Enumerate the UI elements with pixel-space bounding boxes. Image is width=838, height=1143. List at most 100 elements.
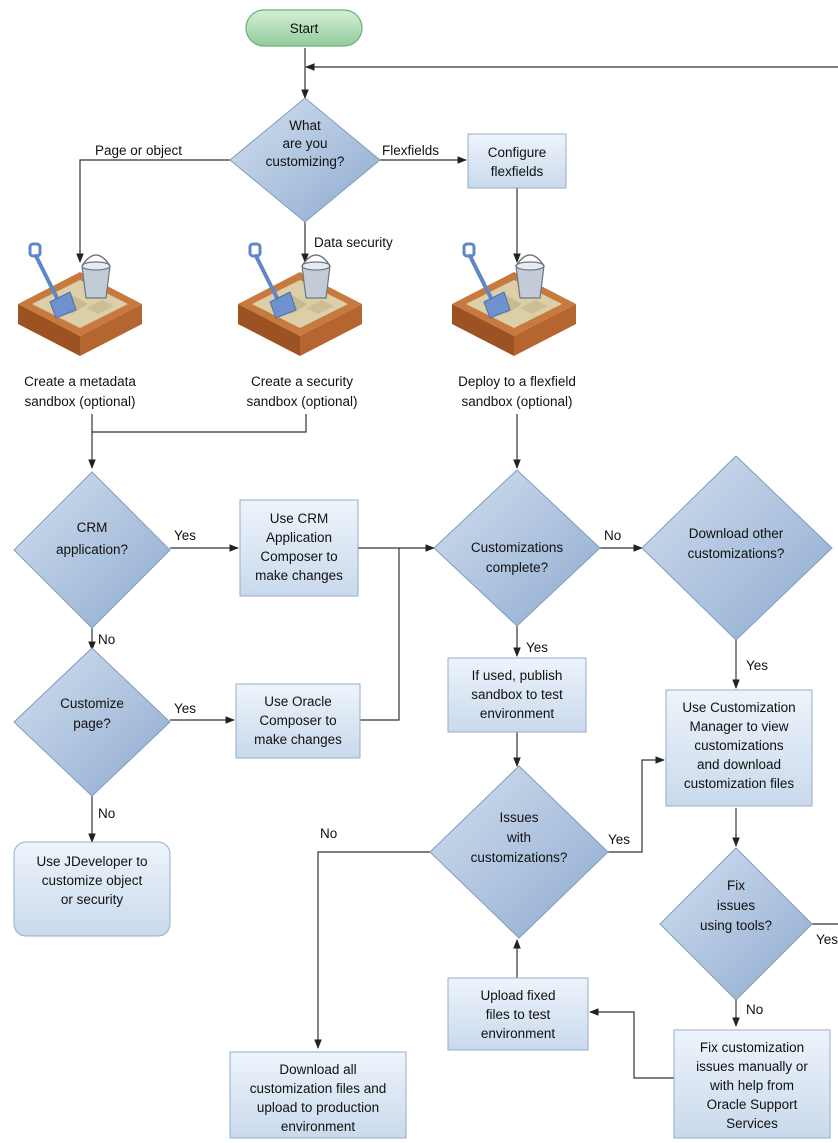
- process-box: [673, 1029, 831, 1139]
- fix-no-label: No: [746, 1002, 763, 1017]
- decision-customizing: What are you customizing?: [229, 97, 381, 223]
- fix-manual-line-1: Fix customization: [700, 1040, 804, 1055]
- security-sandbox-line-1: Create a security: [251, 374, 353, 389]
- upload-fixed-line-1: Upload fixed: [480, 988, 555, 1003]
- start-label: Start: [290, 21, 319, 36]
- oracle-composer-merge-connector: [360, 548, 400, 721]
- upload-fixed-line-2: files to test: [486, 1007, 551, 1022]
- page-yes-label: Yes: [174, 701, 196, 716]
- flexfield-sandbox-line-2: sandbox (optional): [461, 394, 572, 409]
- download-all-line-2: customization files and: [250, 1081, 387, 1096]
- manager-line-5: customization files: [684, 776, 795, 791]
- process-box: [447, 657, 587, 733]
- decision-diamond: [13, 647, 171, 797]
- decision-fix-tools: Fix issues using tools?: [659, 847, 813, 1001]
- decision-diamond: [641, 455, 833, 641]
- manager-line-3: customizations: [694, 738, 784, 753]
- decision-complete: Customizations complete?: [433, 469, 601, 627]
- manager-line-4: and download: [697, 757, 781, 772]
- decision-fix-line-3: using tools?: [700, 918, 772, 933]
- edge-labels: Page or object Flexfields Data security …: [95, 143, 838, 1017]
- publish-line-3: environment: [480, 706, 555, 721]
- crm-yes-label: Yes: [174, 528, 196, 543]
- crm-composer-line-3: Composer to: [260, 549, 337, 564]
- manager-line-1: Use Customization: [682, 700, 795, 715]
- sandbox-icon: [236, 242, 364, 358]
- decision-diamond: [13, 471, 171, 629]
- download-yes-label: Yes: [746, 658, 768, 673]
- process-box: [665, 689, 813, 807]
- jdeveloper-line-3: or security: [61, 892, 124, 907]
- fix-manual-to-upload-connector: [589, 1008, 674, 1079]
- decision-page-line-2: page?: [73, 716, 111, 731]
- decision-customize-page: Customize page?: [13, 647, 171, 797]
- jdeveloper-line-1: Use JDeveloper to: [36, 854, 147, 869]
- process-box: [447, 977, 589, 1051]
- fix-manual-line-5: Services: [726, 1116, 778, 1131]
- download-all-line-3: upload to production: [257, 1100, 379, 1115]
- metadata-sandbox-line-1: Create a metadata: [24, 374, 136, 389]
- configure-line-2: flexfields: [491, 164, 544, 179]
- jdeveloper-line-2: customize object: [42, 873, 143, 888]
- process-use-jdeveloper: Use JDeveloper to customize object or se…: [13, 841, 171, 937]
- security-sandbox-line-2: sandbox (optional): [246, 394, 357, 409]
- sandbox-metadata: Create a metadata sandbox (optional): [16, 242, 144, 409]
- sandbox-icon: [450, 242, 578, 358]
- page-or-object-label: Page or object: [95, 143, 182, 158]
- issues-no-connector: [314, 851, 430, 1049]
- decision-fix-line-1: Fix: [727, 878, 745, 893]
- crm-composer-line-4: make changes: [255, 568, 343, 583]
- process-box: [467, 133, 567, 189]
- process-configure-flexfields: Configure flexfields: [467, 133, 567, 189]
- decision-complete-line-2: complete?: [486, 560, 548, 575]
- start-node: Start: [245, 9, 363, 47]
- oracle-composer-line-3: make changes: [254, 732, 342, 747]
- manager-line-2: Manager to view: [689, 719, 788, 734]
- decision-diamond: [433, 469, 601, 627]
- process-box: [13, 841, 171, 937]
- publish-line-2: sandbox to test: [471, 687, 563, 702]
- decision-customizing-line-2: are you: [282, 136, 327, 151]
- crm-no-label: No: [98, 632, 115, 647]
- data-security-label: Data security: [314, 235, 393, 250]
- flexfield-sandbox-line-1: Deploy to a flexfield: [458, 374, 576, 389]
- crm-composer-line-1: Use CRM: [270, 511, 329, 526]
- sandbox-merge-connector: [91, 414, 307, 433]
- fix-yes-label: Yes: [816, 932, 838, 947]
- page-no-label: No: [98, 806, 115, 821]
- decision-issues-line-1: Issues: [499, 810, 538, 825]
- decision-download-line-2: customizations?: [688, 546, 785, 561]
- decision-diamond: [229, 97, 381, 223]
- process-use-crm-composer: Use CRM Application Composer to make cha…: [239, 499, 359, 597]
- fix-manual-line-2: issues manually or: [696, 1059, 808, 1074]
- sandbox-flexfield: Deploy to a flexfield sandbox (optional): [450, 242, 578, 409]
- decision-diamond: [429, 765, 609, 939]
- process-box: [239, 499, 359, 597]
- decision-issues: Issues with customizations?: [429, 765, 609, 939]
- download-all-line-4: environment: [281, 1119, 356, 1134]
- process-fix-manually: Fix customization issues manually or wit…: [673, 1029, 831, 1139]
- decision-issues-line-3: customizations?: [471, 850, 568, 865]
- decision-diamond: [659, 847, 813, 1001]
- start-terminator: [245, 9, 363, 47]
- metadata-sandbox-line-2: sandbox (optional): [24, 394, 135, 409]
- decision-customizing-line-3: customizing?: [266, 154, 345, 169]
- sandbox-security: Create a security sandbox (optional): [236, 242, 364, 409]
- process-download-all: Download all customization files and upl…: [229, 1051, 407, 1139]
- decision-issues-line-2: with: [506, 830, 531, 845]
- oracle-composer-line-2: Composer to: [259, 713, 336, 728]
- decision-fix-line-2: issues: [717, 898, 756, 913]
- process-use-oracle-composer: Use Oracle Composer to make changes: [235, 683, 361, 759]
- decision-download-line-1: Download other: [689, 526, 784, 541]
- decision-customizing-line-1: What: [289, 118, 321, 133]
- decision-crm-line-1: CRM: [77, 520, 108, 535]
- connectors: [76, 48, 838, 1079]
- complete-yes-label: Yes: [526, 640, 548, 655]
- upload-fixed-line-3: environment: [481, 1026, 556, 1041]
- decision-crm: CRM application?: [13, 471, 171, 629]
- process-publish-sandbox: If used, publish sandbox to test environ…: [447, 657, 587, 733]
- oracle-composer-line-1: Use Oracle: [264, 694, 332, 709]
- decision-download-other: Download other customizations?: [641, 455, 833, 641]
- page-or-object-connector: [76, 159, 230, 263]
